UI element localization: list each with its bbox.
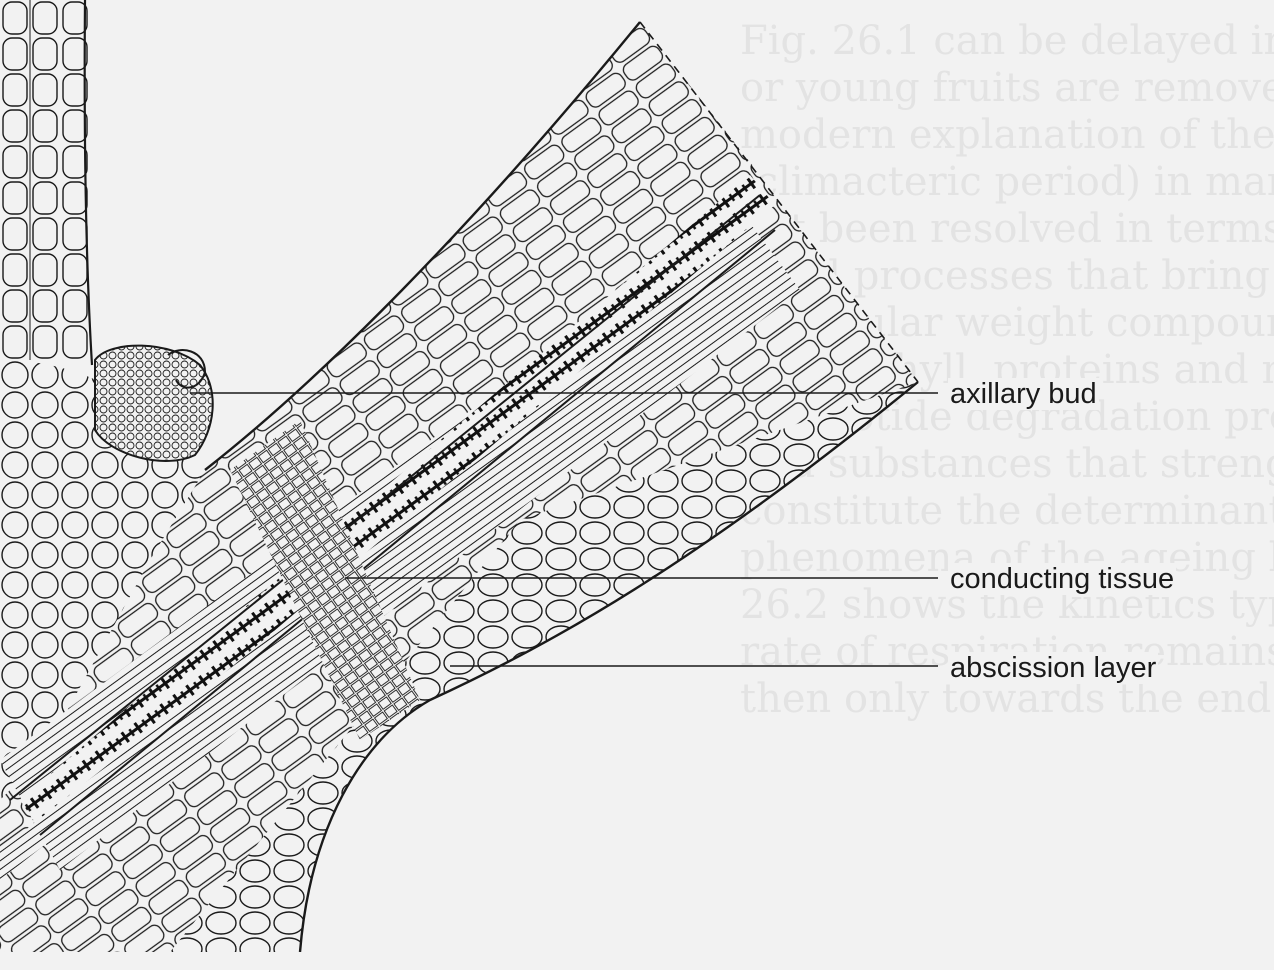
label-conducting-tissue: conducting tissue — [948, 563, 1176, 595]
stem — [0, 0, 92, 365]
label-abscission-layer: abscission layer — [948, 652, 1158, 684]
axillary-bud — [95, 346, 213, 461]
label-axillary-bud: axillary bud — [948, 378, 1099, 410]
